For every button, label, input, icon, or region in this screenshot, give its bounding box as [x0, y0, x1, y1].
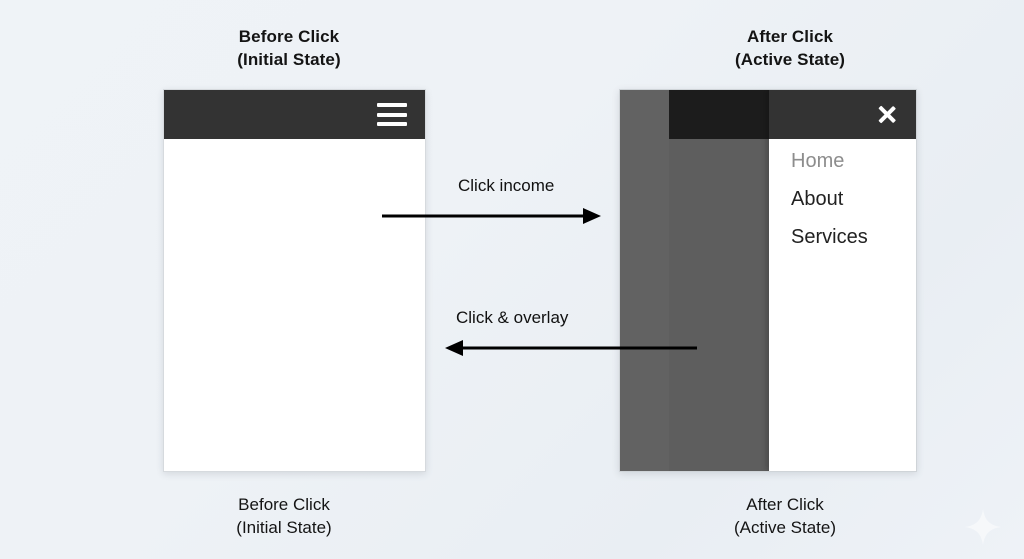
before-topbar: [164, 90, 425, 139]
drawer-header: [769, 90, 916, 139]
overlay-header: [669, 90, 769, 139]
back-arrow-icon: [445, 340, 697, 356]
menu-item-home[interactable]: Home: [791, 150, 845, 172]
back-arrow-label: Click & overlay: [456, 308, 569, 327]
back-transition-annotation: Click & overlay: [443, 308, 705, 358]
after-click-mockup: Home About Services: [619, 89, 917, 472]
before-panel-caption: Before Click (Initial State): [236, 495, 332, 537]
hamburger-icon[interactable]: [377, 103, 407, 126]
drawer-menu-list: Home About Services: [769, 139, 916, 256]
hamburger-bar-3: [377, 122, 407, 126]
dim-strip-outer[interactable]: [620, 90, 669, 471]
hamburger-bar-1: [377, 103, 407, 107]
menu-drawer: Home About Services: [769, 90, 916, 471]
close-icon[interactable]: [874, 102, 899, 127]
before-screen-body: [164, 139, 425, 471]
menu-item-services[interactable]: Services: [791, 226, 868, 248]
hamburger-bar-2: [377, 112, 407, 117]
sparkle-icon: [965, 509, 1001, 545]
before-panel-title: Before Click (Initial State): [237, 27, 341, 69]
menu-item-about[interactable]: About: [791, 188, 844, 210]
forward-arrow-icon: [382, 208, 601, 224]
forward-arrow-label: Click income: [458, 176, 555, 195]
dim-overlay[interactable]: [669, 90, 769, 471]
before-click-mockup: [163, 89, 426, 472]
after-panel-caption: After Click (Active State): [733, 495, 837, 537]
after-panel-title: After Click (Active State): [734, 27, 846, 69]
forward-transition-annotation: Click income: [380, 176, 610, 226]
